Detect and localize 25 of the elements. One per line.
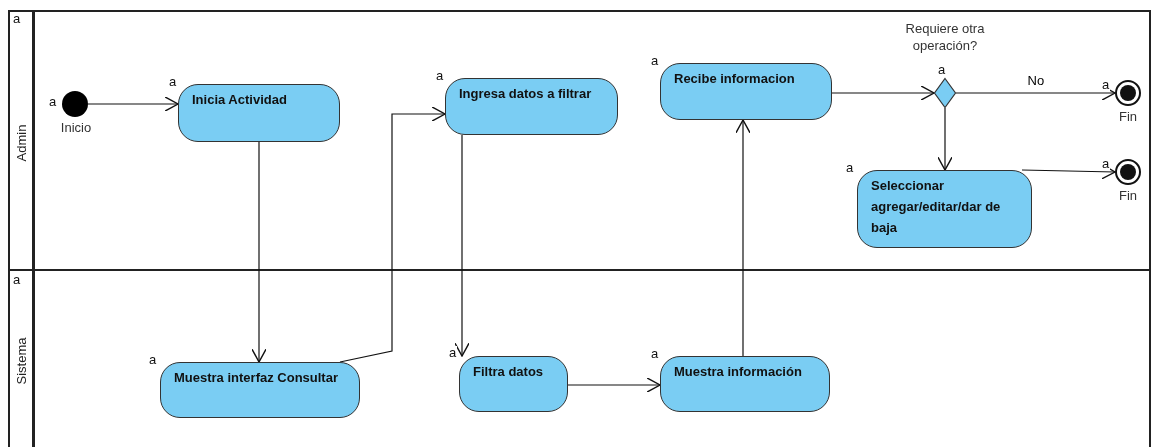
- activity-box: Muestra interfaz Consultar: [160, 362, 360, 418]
- arrow: [937, 107, 953, 171]
- activity-box: Recibe informacion: [660, 63, 832, 120]
- node-caption: Inicio: [59, 119, 93, 136]
- lane-label: Admin: [13, 124, 29, 161]
- node-caption: Requiere otra operación?: [904, 20, 986, 54]
- arrow: [339, 106, 446, 363]
- arrow: [454, 134, 470, 357]
- element-marker: a: [448, 346, 458, 359]
- activity-box: Filtra datos: [459, 356, 568, 412]
- swimlane: [8, 269, 1151, 447]
- activity-box: Muestra información: [660, 356, 830, 412]
- arrow: [251, 141, 267, 363]
- activity-box: Inicia Actividad: [178, 84, 340, 142]
- arrow: [567, 377, 661, 393]
- node-caption: Fin: [1117, 187, 1139, 204]
- arrow: [831, 85, 935, 101]
- activity-box: Ingresa datos a filtrar: [445, 78, 618, 135]
- arrow: [735, 119, 751, 357]
- arrow: [87, 96, 179, 112]
- swimlane: [8, 10, 1151, 271]
- edge-label: No: [1025, 73, 1047, 88]
- node-caption: Fin: [1117, 108, 1139, 125]
- lane-label: Sistema: [13, 337, 29, 385]
- activity-box: Seleccionar agregar/editar/dar de baja: [857, 170, 1032, 248]
